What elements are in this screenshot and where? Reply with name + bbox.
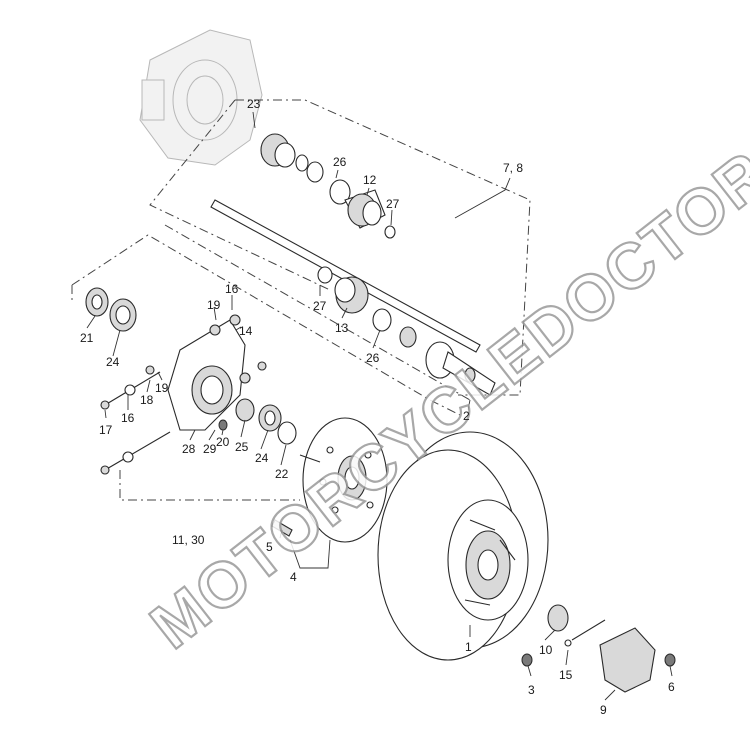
clamp-27-top	[384, 225, 396, 239]
knuckle-assembly	[85, 287, 297, 445]
callout-group-7-8: 7, 8	[503, 161, 523, 175]
callout-24-top: 24	[106, 355, 120, 369]
callout-22: 22	[275, 467, 289, 481]
drive-shaft-assembly	[210, 133, 496, 396]
callout-16-top: 16	[225, 282, 239, 296]
hub-nut-assembly	[521, 604, 676, 693]
castle-nut-10	[547, 604, 569, 632]
callout-group-11-30: 11, 30	[172, 533, 205, 547]
nut-3	[521, 653, 533, 667]
callout-19-bottom: 19	[155, 381, 169, 395]
callout-4: 4	[290, 570, 297, 584]
callout-23: 23	[247, 97, 261, 111]
callouts: 7, 8 11, 30 23 26 12 27 27 13 26 2 16 19…	[80, 97, 675, 717]
boot-13	[317, 266, 369, 314]
callout-12: 12	[363, 173, 377, 187]
callout-29: 29	[203, 442, 217, 456]
tire-wheel	[377, 431, 549, 661]
clamp-26-top	[306, 161, 324, 183]
callout-3: 3	[528, 683, 535, 697]
callout-27-top: 27	[386, 197, 400, 211]
callout-15: 15	[559, 668, 573, 682]
cap-9	[599, 627, 656, 693]
callout-20: 20	[216, 435, 230, 449]
callout-1: 1	[465, 640, 472, 654]
callout-6: 6	[668, 680, 675, 694]
leader-lines	[86, 111, 673, 701]
callout-18: 18	[140, 393, 154, 407]
cv-joint-inner	[260, 133, 296, 168]
differential-housing-ghost	[139, 29, 263, 166]
callout-21: 21	[80, 331, 94, 345]
callout-13: 13	[335, 321, 349, 335]
callout-9: 9	[600, 703, 607, 717]
group-outline-7-8	[149, 99, 531, 401]
boot-12	[344, 189, 386, 229]
bolt-6	[664, 653, 676, 667]
callout-27-bottom: 27	[313, 299, 327, 313]
bolts-left	[100, 365, 171, 475]
callout-24-bottom: 24	[255, 451, 269, 465]
callout-14: 14	[239, 324, 253, 338]
callout-10: 10	[539, 643, 553, 657]
clamp-26-bottom	[372, 308, 392, 332]
cv-joint-outer	[425, 341, 496, 396]
bearing-25	[235, 398, 255, 422]
callout-16-bottom: 16	[121, 411, 135, 425]
callout-26-bottom: 26	[366, 351, 380, 365]
callout-25: 25	[235, 440, 249, 454]
cotter-pin-15	[564, 639, 572, 647]
brake-disc	[299, 417, 388, 543]
seal-22	[277, 421, 297, 445]
callout-2: 2	[463, 409, 470, 423]
callout-5: 5	[266, 540, 273, 554]
stud-5	[271, 519, 293, 537]
group-outline-11-30	[71, 234, 461, 501]
nut-20	[218, 419, 228, 431]
snap-ring	[295, 154, 309, 172]
callout-19-top: 19	[207, 298, 221, 312]
callout-28: 28	[182, 442, 196, 456]
callout-17: 17	[99, 423, 113, 437]
callout-26-top: 26	[333, 155, 347, 169]
washer-16	[124, 384, 136, 396]
